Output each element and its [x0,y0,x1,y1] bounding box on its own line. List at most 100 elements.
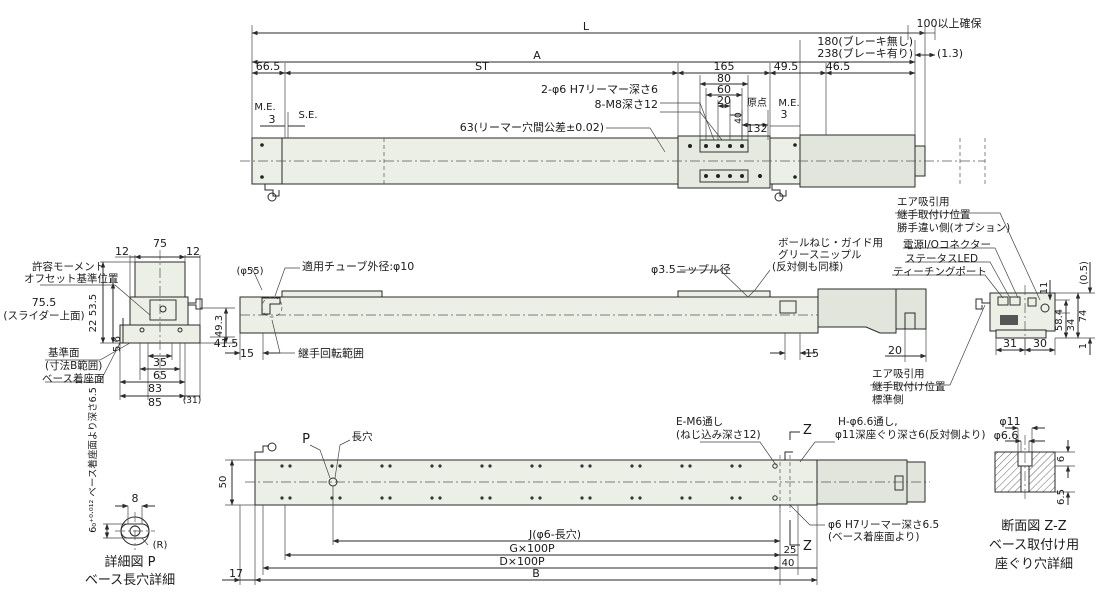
base-hole-pattern [280,463,778,501]
base-hole [530,496,534,500]
right-end-view [870,212,1095,386]
label-moment1: 許容モーメント [32,260,105,273]
label-joint-range: 継手回転範囲 [298,346,364,360]
dim-49-5: 49.5 [774,60,799,73]
label-ref1: 基準面 [48,346,80,359]
dim-phi55: (φ55) [236,266,263,277]
base-hole [480,496,484,500]
title-section-z-sub2: 座ぐり穴詳細 [995,556,1073,572]
dim-5-6: 5.6 [112,336,123,352]
dim-132: 132 [747,122,768,135]
base-hole [430,464,434,468]
title-section-z-sub1: ベース取付け用 [989,538,1079,553]
label-me-right: M.E. [778,98,799,109]
label-nipple: φ3.5ニップル径 [651,263,731,276]
dim-30: 30 [1033,337,1047,350]
detail-p [103,503,155,550]
base-hole [688,464,692,468]
dim-phi6-6: φ6.6 [994,429,1019,442]
base-hole [438,496,442,500]
dim-brake-none: 180(ブレーキ無し) [817,34,913,48]
dim-17: 17 [229,567,243,580]
dim-46-5: 46.5 [826,60,851,73]
dim-20-side: 20 [888,344,902,357]
base-hole [338,464,342,468]
dim-20: 20 [717,94,731,107]
label-m8: 8-M8深さ12 [595,98,658,111]
dim-3-left: 3 [269,113,276,126]
base-hole [530,464,534,468]
dim-12b: 12 [186,245,200,258]
label-me-left: M.E. [254,102,275,113]
base-hole [630,464,634,468]
dim-3-right: 3 [781,108,788,121]
base-hole [388,464,392,468]
dim-G: G×100P [509,542,555,555]
label-h-hole1: H-φ6.6通し, [838,416,898,428]
base-hole [380,496,384,500]
dim-80: 80 [717,72,731,85]
label-air-std3: 標準側 [872,393,904,406]
dim-60: 60 [717,83,731,96]
dim-11: 11 [1039,282,1050,295]
base-hole [680,464,684,468]
dim-25: 25 [784,545,797,556]
dim-40: 40 [734,112,744,124]
label-origin: 原点 [747,97,767,109]
dim-6-5-section: 6.5 [1056,489,1067,505]
dim-15a: 15 [240,347,254,360]
left-end-view [40,250,235,400]
base-hole [288,496,292,500]
dim-41-5: 41.5 [214,337,239,350]
label-moment2: オフセット基準位置 [24,272,119,285]
labels: L A ST 66.5 165 80 60 20 40 132 49.5 46.… [3,16,1090,588]
base-hole [580,496,584,500]
base-hole [288,464,292,468]
base-hole [680,496,684,500]
label-reamer-holes: 2-φ6 H7リーマー深さ6 [541,83,658,96]
label-slot: 長穴 [352,430,373,443]
base-hole [580,464,584,468]
dim-22: 22 [88,320,99,333]
label-air-opt1: エア吸引用 [897,195,950,208]
dim-J: J(φ6-長穴) [528,527,581,541]
label-z-top: Z [803,423,812,438]
dim-65: 65 [153,369,167,382]
dim-85: 85 [148,396,162,409]
bottom-view [222,431,930,585]
dim-brake-with: 238(ブレーキ有り) [817,46,913,60]
dim-165: 165 [714,60,735,73]
base-hole [480,464,484,468]
dim-L: L [583,20,590,33]
label-ref3: ベース着座面 [42,372,104,385]
dim-50: 50 [218,476,229,489]
label-reamer-pitch: 63(リーマー穴間公差±0.02) [460,120,604,134]
label-air-std1: エア吸引用 [872,367,925,380]
slider-top [677,135,771,189]
dim-34: 34 [1066,319,1077,332]
base-hole [438,464,442,468]
dim-R: (R) [153,540,168,551]
label-air-opt2: 継手取付け位置 [897,208,971,221]
base-hole [388,496,392,500]
base-hole [772,495,778,501]
dim-ST: ST [475,60,489,73]
base-hole [330,464,334,468]
dim-A: A [533,49,541,62]
base-hole [430,496,434,500]
dim-74: 74 [1078,310,1089,323]
label-e-m6-2: (ねじ込み深さ12) [676,429,761,441]
base-hole [588,496,592,500]
section-z [994,425,1075,505]
dim-40-bottom: 40 [782,558,795,569]
base-hole [730,464,734,468]
label-P: P [302,432,310,447]
dim-0-5: (0.5) [1079,261,1090,285]
base-hole [738,496,742,500]
label-power-io: 電源I/Oコネクター [903,238,991,251]
label-e-m6-1: E-M6通し [676,416,723,428]
base-hole [280,496,284,500]
base-hole [338,496,342,500]
